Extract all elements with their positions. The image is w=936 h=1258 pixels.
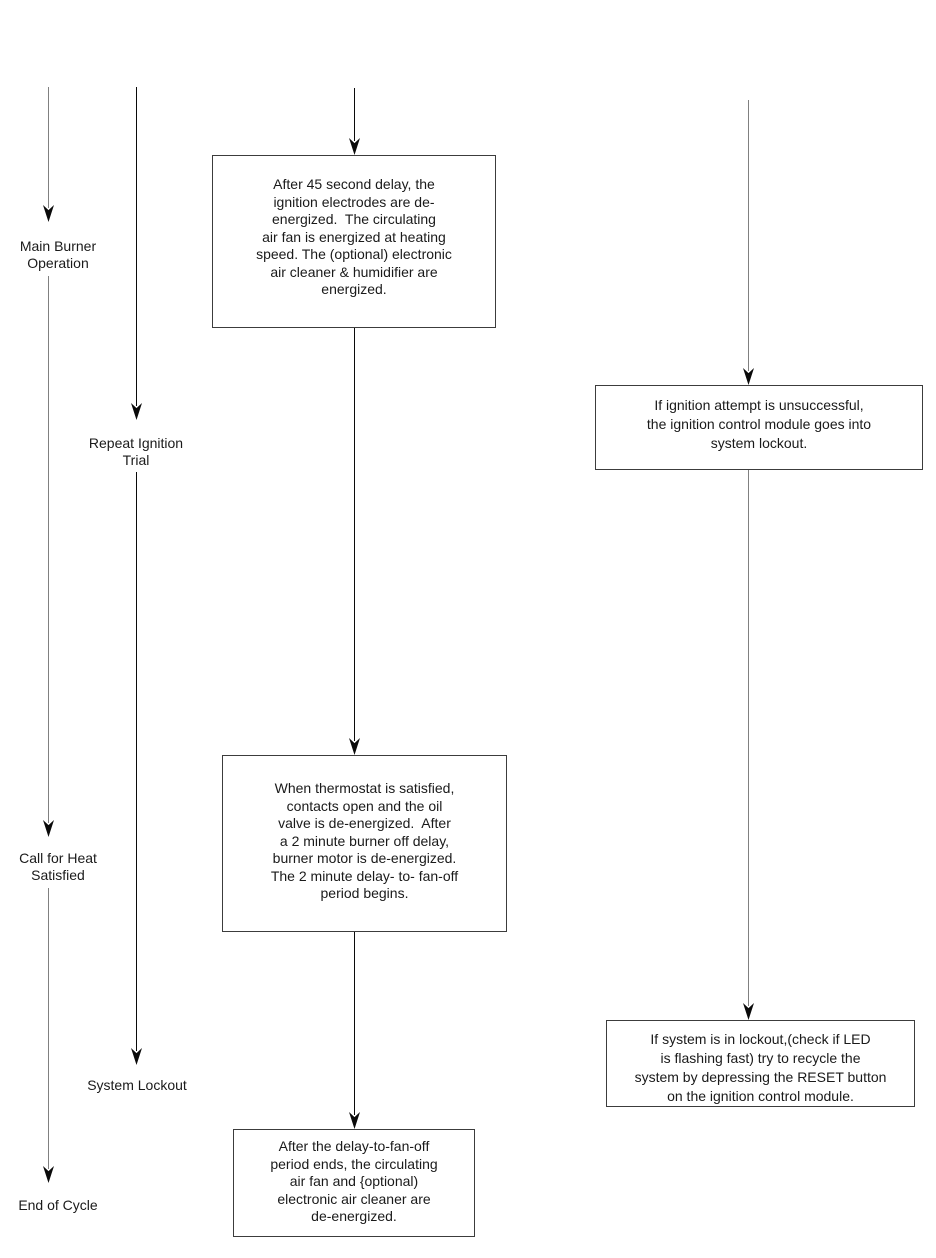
arrow-down-icon	[349, 738, 360, 755]
rail2-segment-1	[136, 87, 137, 406]
rail3-segment-1	[354, 88, 355, 141]
arrow-down-icon	[349, 138, 360, 155]
rail4-segment-2	[748, 470, 749, 1006]
arrow-down-icon	[743, 368, 754, 385]
rail2-segment-2	[136, 472, 137, 1051]
box-ignition-unsuccessful: If ignition attempt is unsuccessful, the…	[595, 385, 923, 470]
arrow-down-icon	[43, 205, 54, 222]
rail1-segment-2	[48, 276, 49, 823]
arrow-down-icon	[131, 403, 142, 420]
rail4-segment-1	[748, 100, 749, 371]
arrow-down-icon	[43, 820, 54, 837]
box-after-45-second-delay: After 45 second delay, the ignition elec…	[212, 155, 496, 328]
label-main-burner-operation: Main Burner Operation	[19, 238, 97, 271]
rail1-segment-3	[48, 888, 49, 1169]
label-repeat-ignition-trial: Repeat Ignition Trial	[88, 435, 184, 468]
label-system-lockout: System Lockout	[87, 1077, 187, 1093]
arrow-down-icon	[743, 1003, 754, 1020]
rail3-segment-2	[354, 328, 355, 741]
arrow-down-icon	[349, 1112, 360, 1129]
label-call-for-heat-satisfied: Call for Heat Satisfied	[19, 850, 97, 883]
rail3-segment-3	[354, 932, 355, 1115]
box-system-in-lockout: If system is in lockout,(check if LED is…	[606, 1020, 915, 1107]
box-delay-to-fan-off-ends: After the delay-to-fan-off period ends, …	[233, 1129, 475, 1237]
box-thermostat-satisfied: When thermostat is satisfied, contacts o…	[222, 755, 507, 932]
arrow-down-icon	[43, 1166, 54, 1183]
arrow-down-icon	[131, 1048, 142, 1065]
rail1-segment-1	[48, 87, 49, 208]
label-end-of-cycle: End of Cycle	[18, 1197, 98, 1213]
